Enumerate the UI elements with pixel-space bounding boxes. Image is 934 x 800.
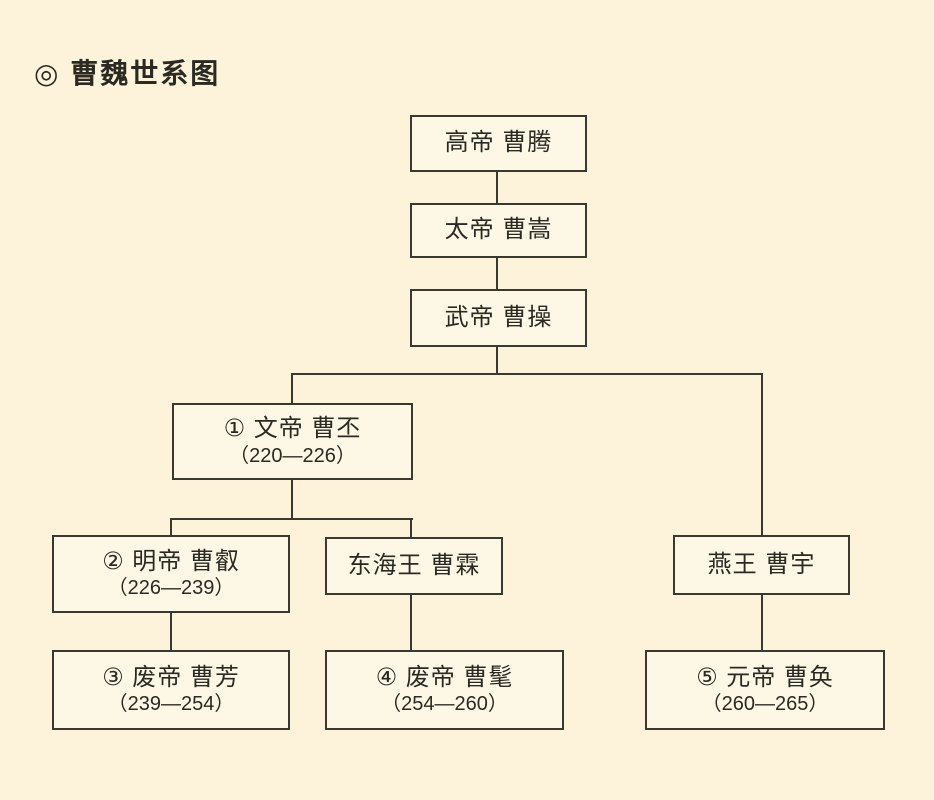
node-emperor-tai-caosong: 太帝 曹嵩 (410, 203, 587, 258)
node-deposed-emperor-caofang: ③ 废帝 曹芳 （239—254） (52, 650, 290, 730)
node-label: ⑤ 元帝 曹奂 (696, 663, 834, 691)
node-emperor-wen-caopi: ① 文帝 曹丕 （220—226） (172, 403, 413, 480)
node-prince-yan-caoyu: 燕王 曹宇 (673, 535, 850, 595)
connector-branch-mingdi (170, 518, 172, 535)
connector-branch-wendi (291, 373, 293, 403)
node-dates: （239—254） (107, 693, 235, 716)
node-label: 高帝 曹腾 (444, 129, 553, 157)
connector-taidi-wudi (496, 258, 498, 289)
node-prince-donghai-caolin: 东海王 曹霖 (325, 537, 503, 595)
node-emperor-yuan-caohuan: ⑤ 元帝 曹奂 （260—265） (645, 650, 885, 730)
node-dates: （226—239） (107, 577, 235, 600)
node-dates: （220—226） (229, 444, 356, 467)
node-dates: （260—265） (701, 693, 829, 716)
node-deposed-emperor-caomao: ④ 废帝 曹髦 （254—260） (325, 650, 564, 730)
page-title: ◎ 曹魏世系图 (34, 58, 221, 89)
connector-branch-donghai (410, 518, 412, 537)
node-dates: （254—260） (381, 693, 508, 716)
connector-wudi-branch (291, 373, 763, 375)
node-emperor-ming-caorui: ② 明帝 曹叡 （226—239） (52, 535, 290, 613)
node-label: 武帝 曹操 (444, 303, 553, 331)
node-label: 东海王 曹霖 (347, 551, 481, 579)
connector-wendi-branch (170, 518, 413, 520)
node-label: ④ 废帝 曹髦 (375, 663, 514, 691)
node-label: ① 文帝 曹丕 (223, 415, 362, 443)
connector-donghai-caomao (410, 595, 412, 650)
connector-wendi-stem (291, 480, 293, 520)
node-label: ③ 废帝 曹芳 (102, 663, 240, 691)
connector-mingdi-caofang (170, 613, 172, 650)
node-label: 太帝 曹嵩 (444, 216, 553, 244)
connector-wudi-stem (496, 347, 498, 375)
node-label: 燕王 曹宇 (707, 550, 816, 578)
node-emperor-gao-caoteng: 高帝 曹腾 (410, 115, 587, 172)
node-label: ② 明帝 曹叡 (102, 547, 240, 575)
node-emperor-wu-caocao: 武帝 曹操 (410, 289, 587, 347)
connector-gaodi-taidi (496, 172, 498, 203)
connector-yanwang-caohuan (761, 595, 763, 650)
connector-branch-yanwang (761, 373, 763, 535)
